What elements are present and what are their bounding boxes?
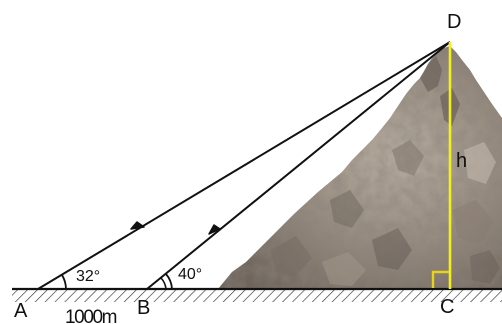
angle-label-B: 40°: [178, 266, 202, 283]
label-A: A: [14, 300, 28, 322]
line-AD: [37, 41, 451, 290]
arrow-on-BD: [208, 224, 221, 235]
angle-label-A: 32°: [76, 268, 100, 285]
label-D: D: [447, 11, 461, 33]
arrow-on-AD: [130, 221, 145, 230]
height-label-h: h: [456, 150, 467, 172]
distance-label-AB: 1000m: [65, 307, 117, 324]
angle-arc-B-inner: [160, 277, 167, 290]
label-C: C: [440, 296, 454, 318]
ground: [12, 287, 502, 302]
line-BD: [146, 41, 451, 290]
angle-arc-A: [61, 274, 67, 290]
angle-arc-B-outer: [165, 273, 173, 290]
ground-hatching: [12, 289, 502, 302]
rock-mountain: [218, 46, 502, 289]
label-B: B: [137, 297, 150, 319]
right-angle-marker: [431, 270, 449, 288]
